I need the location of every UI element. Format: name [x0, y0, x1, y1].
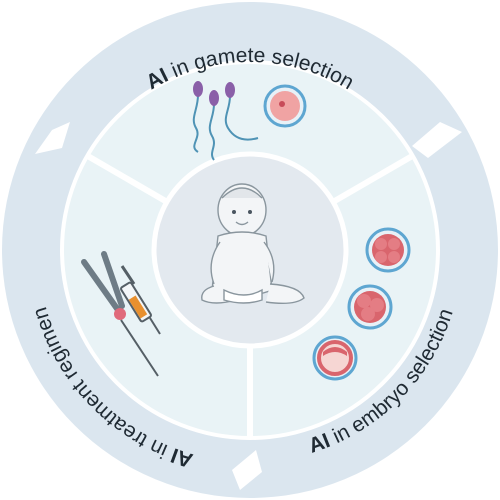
- egg-icon: [263, 84, 307, 128]
- forceps-icon: [81, 251, 159, 377]
- embryo-icon: [347, 284, 393, 330]
- syringe-icon: [120, 265, 161, 335]
- cycle-arrow-left-top: [35, 122, 70, 154]
- sperm-icon: [192, 81, 259, 161]
- blastocyst-icon: [312, 335, 358, 381]
- cycle-arrow-top-right: [412, 122, 462, 158]
- baby-icon: [201, 183, 305, 305]
- cycle-arrow-right-bottom: [232, 450, 262, 490]
- embryo-icon: [365, 227, 411, 273]
